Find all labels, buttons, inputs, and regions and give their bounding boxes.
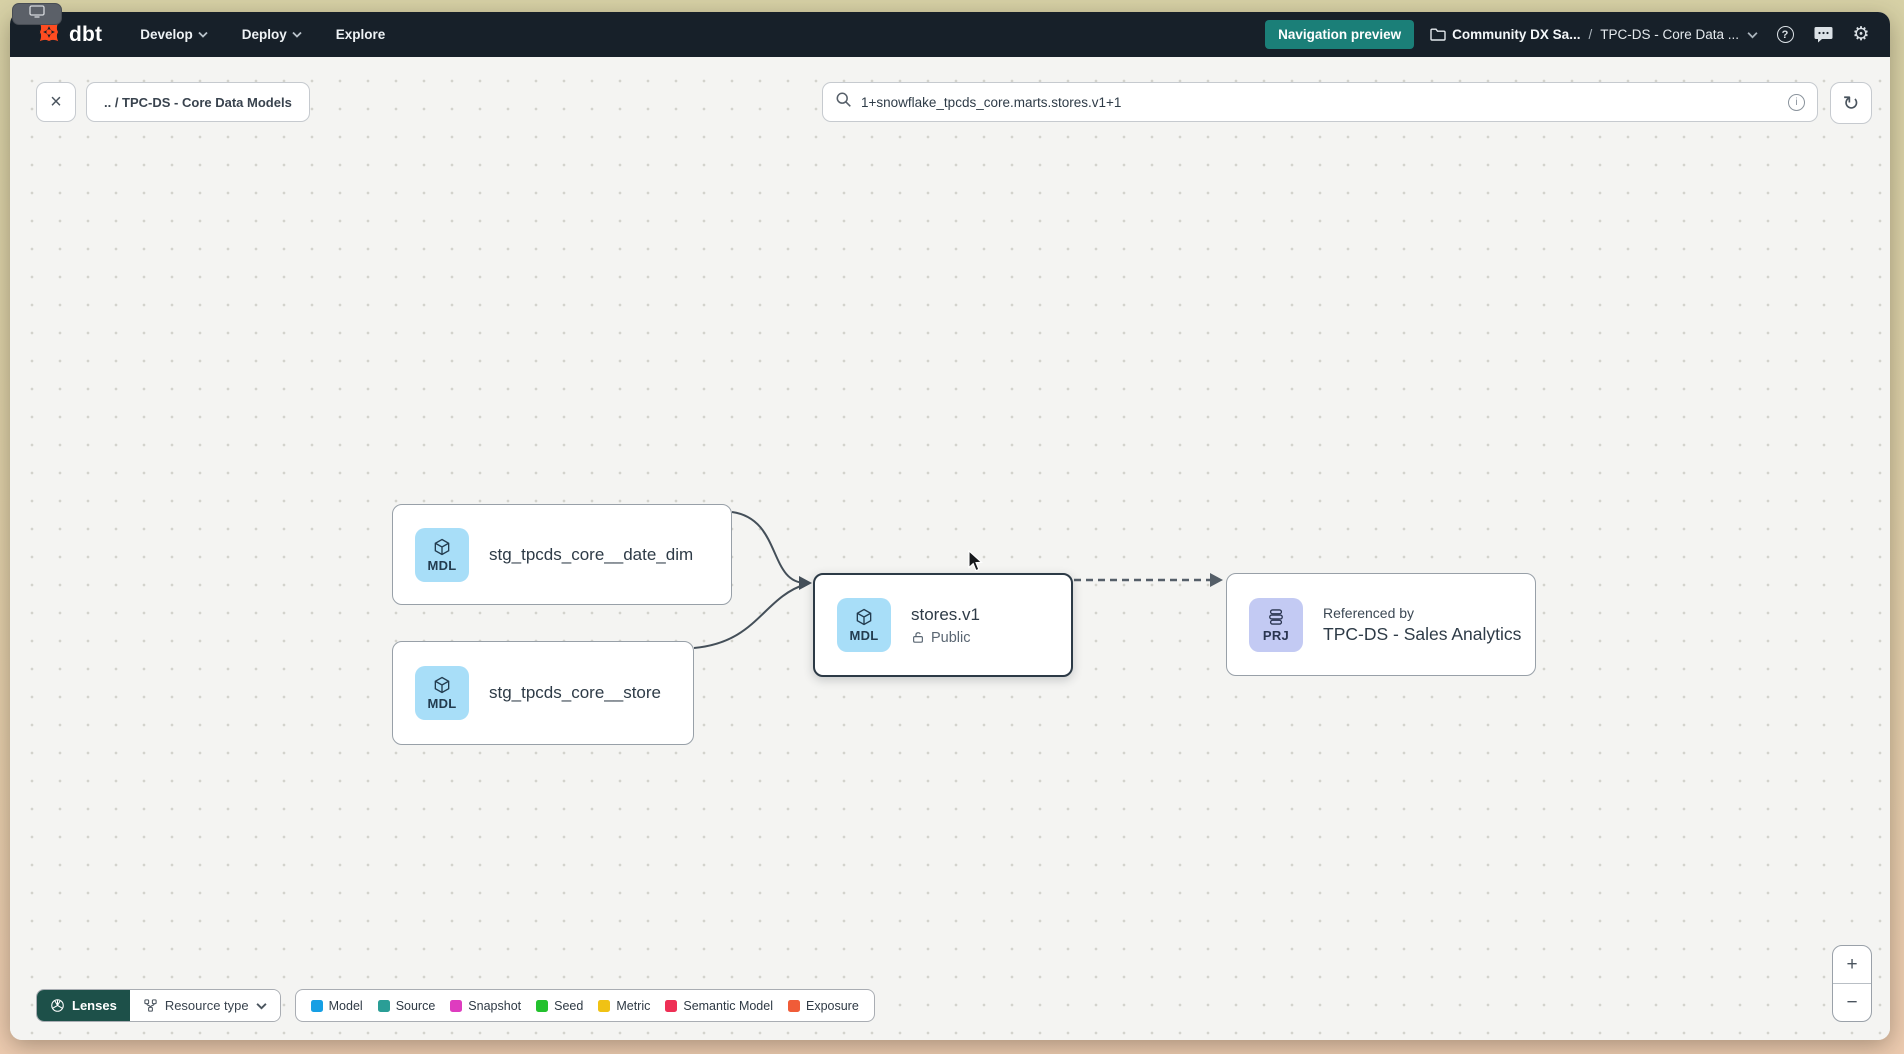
breadcrumb: Community DX Sa... / TPC-DS - Core Data … <box>1430 27 1758 42</box>
node-label: stores.v1 <box>911 604 980 624</box>
legend-item-metric: Metric <box>598 999 650 1013</box>
canvas-toolbar: × .. / TPC-DS - Core Data Models i ↻ <box>10 82 1890 126</box>
screen-share-icon <box>29 5 45 23</box>
node-referenced-by-sales-analytics[interactable]: PRJ Referenced by TPC-DS - Sales Analyti… <box>1226 573 1536 676</box>
search-icon <box>835 91 852 113</box>
cube-icon <box>434 676 450 694</box>
lineage-path-chip[interactable]: .. / TPC-DS - Core Data Models <box>86 82 310 122</box>
menu-explore[interactable]: Explore <box>336 27 386 42</box>
legend-swatch <box>536 999 549 1012</box>
breadcrumb-project[interactable]: Community DX Sa... <box>1430 27 1580 42</box>
navbar-right: Navigation preview Community DX Sa... / … <box>1265 20 1872 49</box>
menu-deploy[interactable]: Deploy <box>242 27 302 42</box>
legend-item-exposure: Exposure <box>787 999 859 1013</box>
badge-label: MDL <box>427 696 457 711</box>
top-navbar: dbt Develop Deploy Explore Navigation pr… <box>10 12 1890 57</box>
resource-type-label: Resource type <box>164 998 249 1013</box>
menu-explore-label: Explore <box>335 27 386 42</box>
legend-swatch <box>598 999 611 1012</box>
lineage-selector-bar: i <box>822 82 1818 122</box>
zoom-out-button[interactable]: − <box>1846 991 1858 1013</box>
menu-develop[interactable]: Develop <box>140 27 208 42</box>
badge-label: MDL <box>849 628 879 643</box>
refresh-icon: ↻ <box>1842 92 1860 115</box>
node-stores-v1[interactable]: MDL stores.v1 Public <box>813 573 1073 677</box>
info-icon[interactable]: i <box>1788 93 1805 111</box>
lineage-canvas[interactable]: × .. / TPC-DS - Core Data Models i ↻ <box>10 57 1890 1040</box>
legend-swatch <box>310 999 323 1012</box>
stack-icon <box>1269 608 1283 625</box>
zoom-controls: + − <box>1832 945 1872 1022</box>
node-text-block: stores.v1 Public <box>911 605 980 646</box>
resource-type-legend: Model Source Snapshot Seed Metric Semant… <box>294 989 875 1022</box>
legend-swatch <box>450 999 463 1012</box>
chevron-down-icon <box>256 1002 267 1010</box>
settings-gear-icon[interactable]: ⚙ <box>1852 24 1870 45</box>
resource-type-dropdown[interactable]: Resource type <box>129 990 280 1021</box>
node-label: TPC-DS - Sales Analytics <box>1323 623 1522 644</box>
main-menu: Develop Deploy Explore <box>140 27 385 42</box>
close-icon: × <box>50 90 62 113</box>
lenses-control: Lenses Resource type <box>36 989 281 1022</box>
selector-input[interactable] <box>861 94 1779 110</box>
legend-item-snapshot: Snapshot <box>450 999 521 1013</box>
cube-icon <box>434 538 450 555</box>
model-badge: MDL <box>837 598 891 652</box>
legend-item-model: Model <box>310 999 363 1013</box>
menu-deploy-label: Deploy <box>241 27 287 42</box>
legend-item-seed: Seed <box>536 999 583 1013</box>
legend-item-source: Source <box>377 999 435 1013</box>
node-label: stg_tpcds_core__store <box>489 683 661 702</box>
project-badge: PRJ <box>1249 597 1303 652</box>
navigation-preview-button[interactable]: Navigation preview <box>1265 20 1415 49</box>
dbt-cloud-window: dbt Develop Deploy Explore Navigation pr… <box>10 12 1890 1040</box>
dbt-logo[interactable]: dbt <box>36 19 102 50</box>
node-text-block: Referenced by TPC-DS - Sales Analytics <box>1323 605 1521 645</box>
badge-label: PRJ <box>1262 627 1290 643</box>
node-kicker: Referenced by <box>1323 604 1415 621</box>
help-icon[interactable]: ? <box>1774 24 1796 46</box>
model-badge: MDL <box>415 666 469 720</box>
breadcrumb-separator: / <box>1588 27 1593 42</box>
canvas-footer-controls: Lenses Resource type Model Source <box>36 989 875 1022</box>
menu-develop-label: Develop <box>140 27 193 42</box>
node-stg-tpcds-core-date-dim[interactable]: MDL stg_tpcds_core__date_dim <box>392 504 732 605</box>
cube-icon <box>856 608 872 626</box>
resource-type-icon <box>144 999 157 1012</box>
lenses-button[interactable]: Lenses <box>37 990 130 1021</box>
node-stg-tpcds-core-store[interactable]: MDL stg_tpcds_core__store <box>392 641 694 745</box>
node-access: Public <box>911 630 980 646</box>
lineage-edges <box>693 511 1223 649</box>
model-badge: MDL <box>415 527 469 582</box>
lock-open-icon <box>913 632 923 643</box>
node-label: stg_tpcds_core__date_dim <box>489 544 694 564</box>
folder-icon <box>1430 28 1446 41</box>
lens-aperture-icon <box>51 999 64 1012</box>
breadcrumb-section[interactable]: TPC-DS - Core Data ... <box>1600 27 1739 42</box>
legend-item-semantic-model: Semantic Model <box>665 999 773 1013</box>
close-lineage-button[interactable]: × <box>36 82 76 122</box>
dbt-logo-icon <box>36 19 62 50</box>
screen-share-indicator[interactable] <box>12 3 62 25</box>
feedback-icon[interactable] <box>1812 24 1834 46</box>
chevron-down-icon <box>292 31 302 38</box>
legend-swatch <box>377 999 390 1012</box>
legend-swatch <box>665 999 678 1012</box>
access-label: Public <box>931 629 971 646</box>
badge-label: MDL <box>427 557 457 573</box>
refresh-lineage-button[interactable]: ↻ <box>1830 82 1872 124</box>
lenses-label: Lenses <box>72 998 117 1013</box>
chevron-down-icon[interactable] <box>1747 31 1758 39</box>
chevron-down-icon <box>198 31 208 38</box>
legend-swatch <box>787 999 800 1012</box>
dbt-logo-text: dbt <box>69 22 103 46</box>
breadcrumb-project-label: Community DX Sa... <box>1452 27 1581 42</box>
zoom-in-button[interactable]: + <box>1833 946 1871 984</box>
